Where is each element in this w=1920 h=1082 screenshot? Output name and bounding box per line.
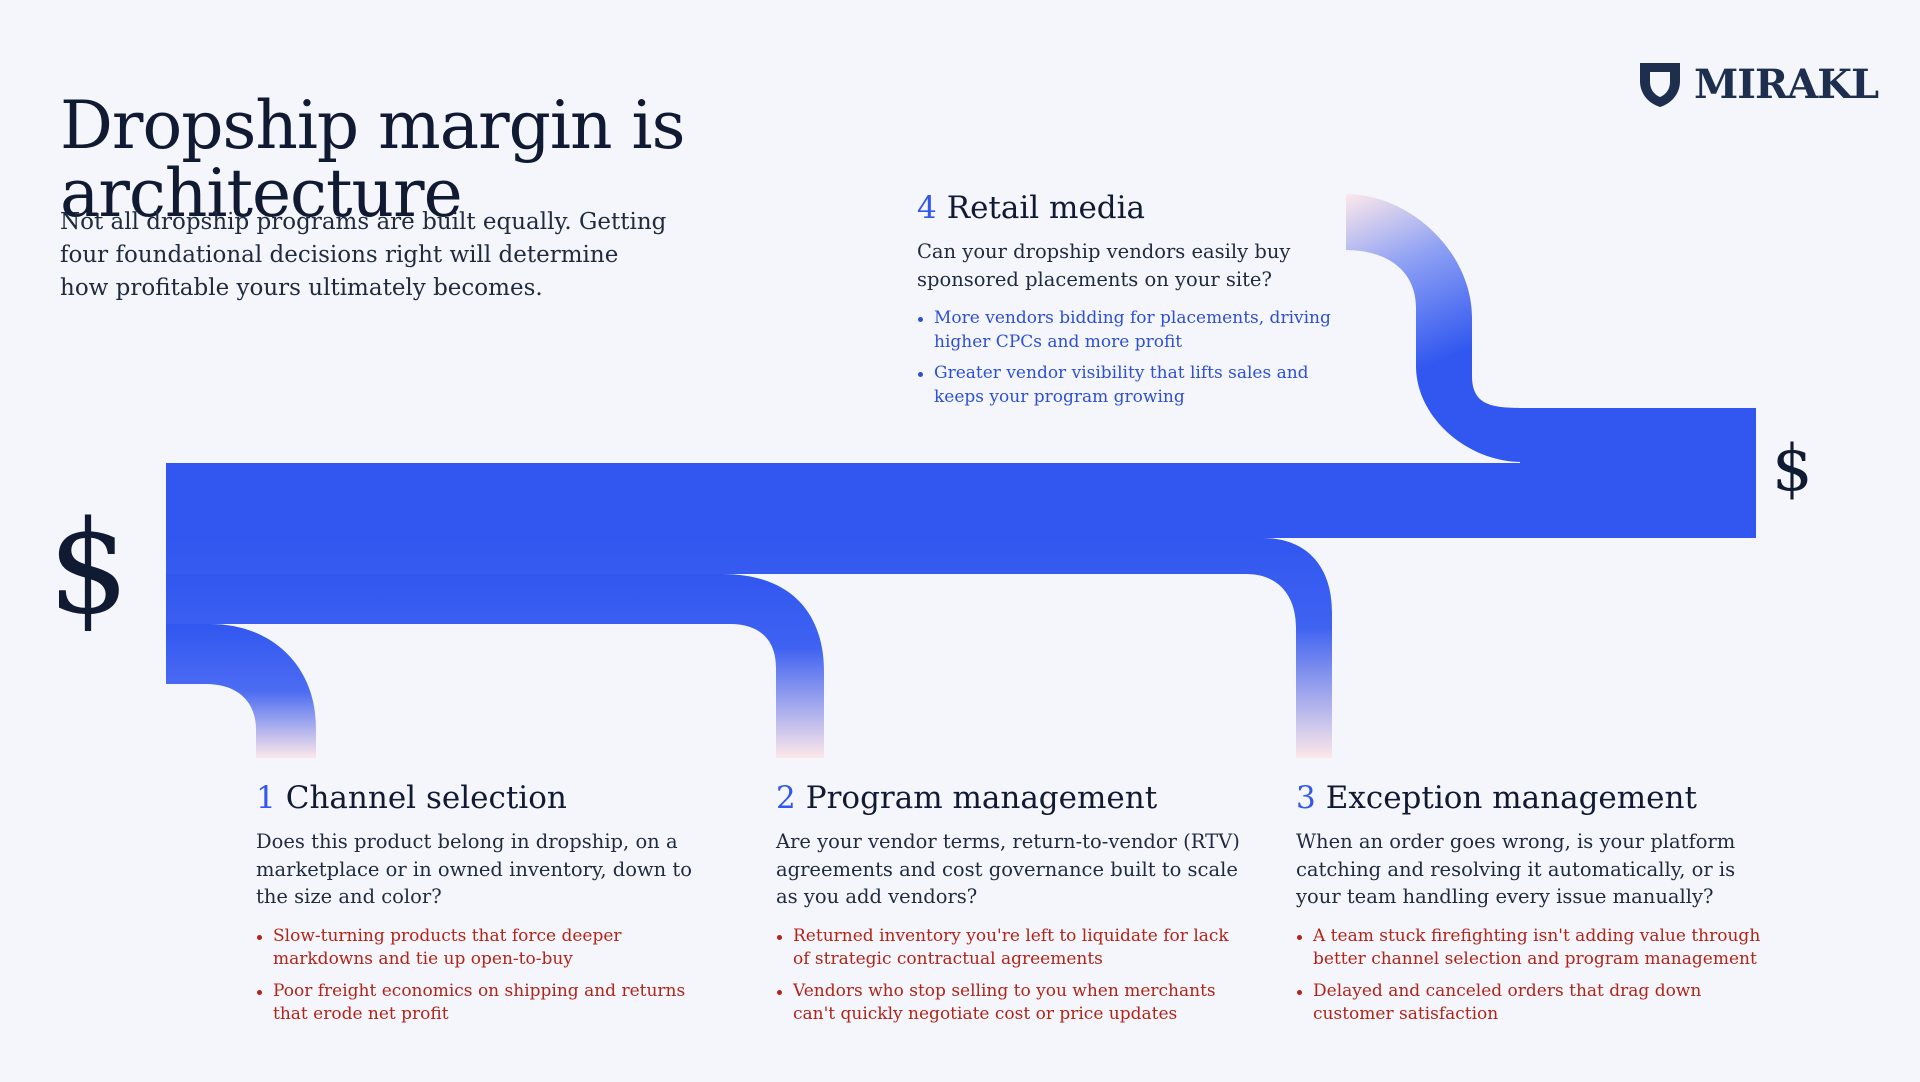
list-item: Vendors who stop selling to you when mer… (776, 980, 1236, 1027)
stage-number: 4 (917, 190, 937, 226)
stage-title-text: Channel selection (285, 780, 567, 816)
stage-title-text: Retail media (946, 190, 1146, 226)
dollar-icon-output: $ (1772, 432, 1813, 506)
stage-number: 3 (1296, 780, 1316, 816)
stage-question: Are your vendor terms, return-to-vendor … (776, 830, 1240, 908)
flow-branch-program-management (166, 574, 824, 758)
shield-icon (1640, 63, 1680, 107)
stage-question: Does this product belong in dropship, on… (256, 830, 692, 908)
list-item: Slow-turning products that force deeper … (256, 925, 716, 972)
stage-points: Returned inventory you're left to liquid… (776, 925, 1236, 1027)
page-subtitle: Not all dropship programs are built equa… (60, 209, 667, 301)
stage-number: 2 (776, 780, 796, 816)
stage-title-text: Program management (805, 780, 1158, 816)
list-item: Poor freight economics on shipping and r… (256, 980, 716, 1027)
dollar-icon-input: $ (48, 494, 130, 643)
stage-title-text: Exception management (1325, 780, 1697, 816)
stage-points: A team stuck firefighting isn't adding v… (1296, 925, 1766, 1027)
flow-branch-exception-management (166, 538, 1332, 758)
list-item: More vendors bidding for placements, dri… (917, 307, 1347, 354)
flow-main-band (166, 408, 1756, 538)
list-item: Returned inventory you're left to liquid… (776, 925, 1236, 972)
stage-number: 1 (256, 780, 276, 816)
flow-branch-channel-selection (166, 624, 316, 758)
list-item: Delayed and canceled orders that drag do… (1296, 980, 1766, 1027)
list-item: Greater vendor visibility that lifts sal… (917, 362, 1347, 409)
flow-inflow-retail-media (1346, 194, 1530, 462)
stage-points: Slow-turning products that force deeper … (256, 925, 716, 1027)
stage-question: When an order goes wrong, is your platfo… (1296, 830, 1736, 908)
stage-question: Can your dropship vendors easily buy spo… (917, 240, 1291, 291)
list-item: A team stuck firefighting isn't adding v… (1296, 925, 1766, 972)
page-title: Dropship margin is architecture (60, 87, 685, 233)
mirakl-logo: MIRAKL (1636, 58, 1879, 110)
logo-wordmark: MIRAKL (1694, 60, 1879, 108)
stage-points: More vendors bidding for placements, dri… (917, 307, 1347, 409)
